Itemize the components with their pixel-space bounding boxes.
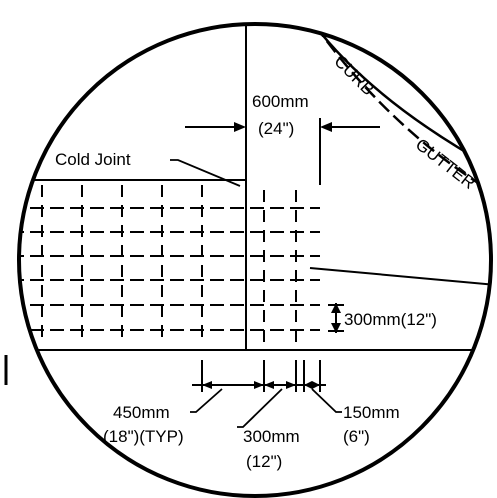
cold-joint-label: Cold Joint xyxy=(55,150,131,169)
pavement-edge xyxy=(309,267,491,286)
horizontal-bars xyxy=(19,207,320,331)
dim-300-bottom-imperial: (12") xyxy=(246,452,282,471)
dim-300-bottom-metric: 300mm xyxy=(243,427,300,446)
dim-600-metric: 600mm xyxy=(252,92,309,111)
bottom-dim-arrowheads xyxy=(202,381,320,389)
gutter-line-dashed xyxy=(313,24,491,197)
dim-300-right-label: 300mm(12") xyxy=(344,310,437,329)
cold-joint-leader xyxy=(170,159,241,187)
dim-150-imperial: (6") xyxy=(343,427,370,446)
leader-150 xyxy=(311,388,342,413)
dim-450-imperial: (18")(TYP) xyxy=(103,427,184,446)
leader-300 xyxy=(237,388,283,428)
detail-contents xyxy=(19,24,491,428)
dim-600-arrowhead-left xyxy=(234,122,246,132)
curb-line-outer xyxy=(298,24,491,172)
vertical-bars xyxy=(41,185,297,345)
dim-600-imperial: (24") xyxy=(258,119,294,138)
bottom-dim-extensions xyxy=(201,360,321,392)
dim-150-metric: 150mm xyxy=(343,403,400,422)
dim-450-metric: 450mm xyxy=(113,403,170,422)
dim-600-arrowhead-right xyxy=(320,122,332,132)
curb-label: CURB xyxy=(330,52,377,99)
curb-line-top xyxy=(348,24,491,127)
detail-circle-border xyxy=(17,22,493,498)
leader-450 xyxy=(190,388,223,413)
